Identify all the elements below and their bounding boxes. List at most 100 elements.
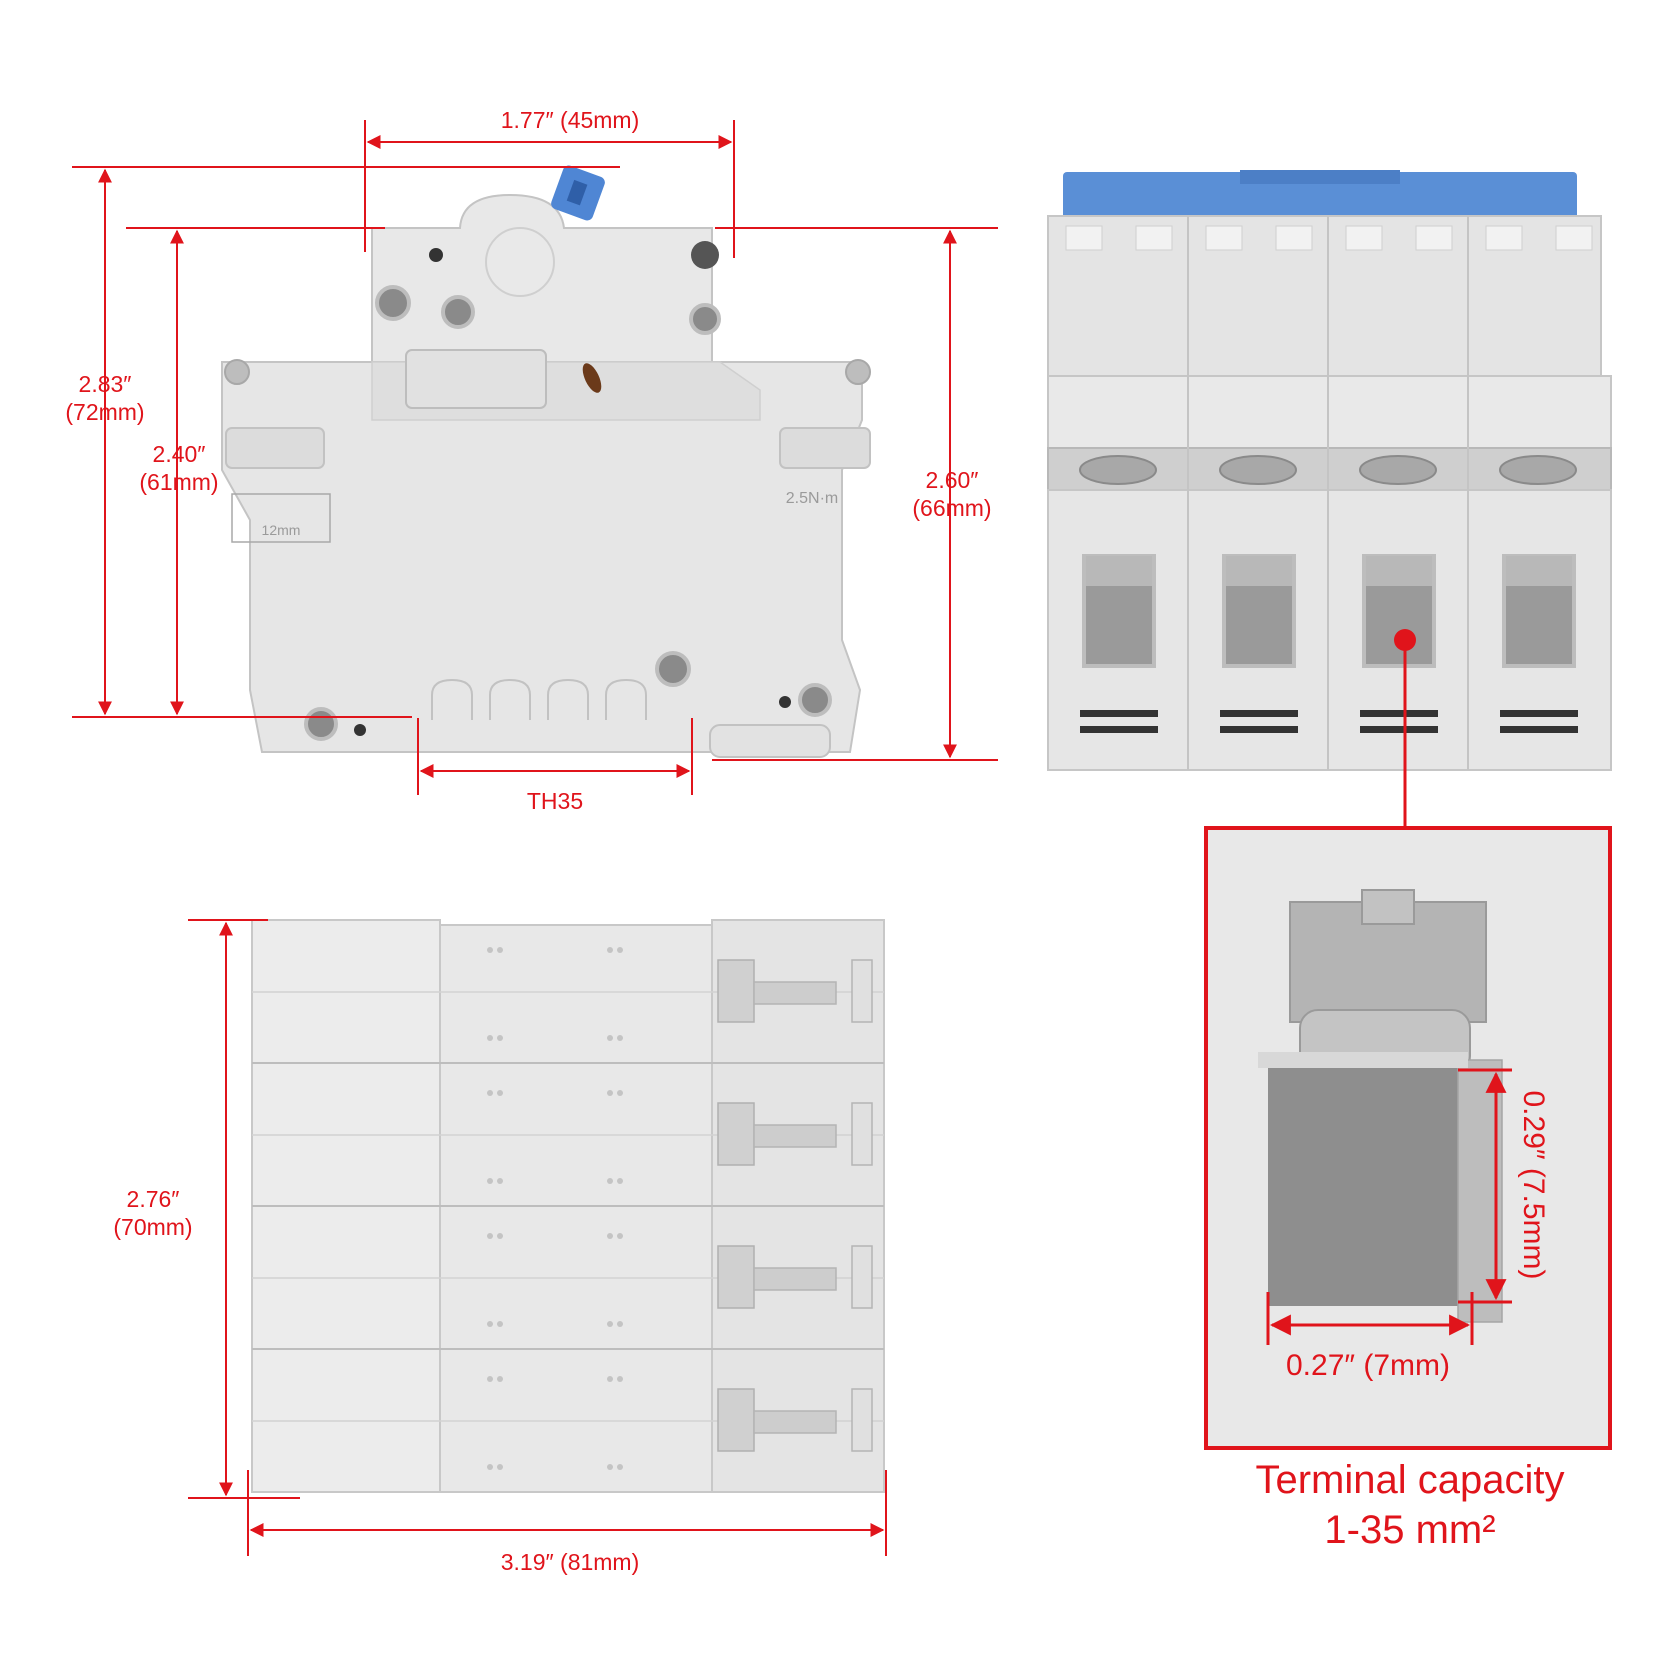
side-view-height-total-label: 2.83″ (72mm) <box>40 370 170 426</box>
top-view-dot <box>607 947 613 953</box>
front-view-handle-notch <box>1065 225 1103 251</box>
side-view-screw <box>304 707 338 741</box>
front-view-handle-notch <box>1555 225 1593 251</box>
top-view-dot <box>487 1321 493 1327</box>
top-view-handle-bar <box>753 981 837 1005</box>
front-view-marking-line <box>1220 710 1298 717</box>
top-view-dot <box>607 1233 613 1239</box>
side-view-hole <box>429 248 443 262</box>
front-view-mid-band <box>1047 375 1612 449</box>
side-view-indicator <box>582 363 602 393</box>
side-view-hole <box>691 241 719 269</box>
top-view-height-in: 2.76″ <box>126 1186 180 1212</box>
terminal-capacity-caption: Terminal capacity 1-35 mm² <box>1190 1455 1630 1555</box>
side-view-torque-label: 2.5N·m <box>786 490 838 507</box>
side-view-screw <box>689 303 721 335</box>
side-view-height-total-in: 2.83″ <box>78 371 132 397</box>
front-view-poles <box>1065 216 1593 770</box>
top-view-handle-slot <box>717 959 755 1023</box>
terminal-height-label: 0.29″ (7.5mm) <box>1517 1090 1550 1280</box>
side-view-groove <box>225 427 325 469</box>
side-view-screw <box>224 359 250 385</box>
side-view-ridges <box>431 678 647 720</box>
top-view-height-mm: (70mm) <box>113 1214 193 1240</box>
front-view-terminal-screw <box>1359 455 1437 485</box>
top-view-dot <box>617 1178 623 1184</box>
front-view-terminal-clamp <box>1506 556 1572 586</box>
front-view-terminal-clamp <box>1366 556 1432 586</box>
top-view-handle-slot <box>717 1102 755 1166</box>
top-view-dot <box>487 1090 493 1096</box>
side-view-handle-slot <box>566 179 588 206</box>
side-view-pivot <box>485 227 555 297</box>
side-view-rail-label: TH35 <box>526 788 584 814</box>
top-view-edge-clip <box>851 1245 873 1309</box>
top-view-middle-block <box>439 924 713 1493</box>
top-view-dot <box>497 1233 503 1239</box>
top-view-dot <box>617 1376 623 1382</box>
side-view-breaker: 12mm 2.5N·m <box>221 165 871 758</box>
front-view-handle-notch <box>1275 225 1313 251</box>
side-view-screw <box>375 285 411 321</box>
top-view-dot <box>617 947 623 953</box>
top-view-dot <box>617 1233 623 1239</box>
top-view-handle-bar <box>753 1124 837 1148</box>
detail-opening-lip <box>1258 1052 1468 1068</box>
top-view-handle-slot <box>717 1245 755 1309</box>
front-view-marking-line <box>1360 710 1438 717</box>
side-view-dimensions <box>72 120 998 795</box>
detail-opening <box>1268 1066 1458 1306</box>
detail-connector <box>1394 629 1416 828</box>
side-view-strip-label: 12mm <box>262 522 301 538</box>
top-view-dot <box>487 1035 493 1041</box>
top-view-handle-bar <box>753 1410 837 1434</box>
top-view-dot <box>497 1321 503 1327</box>
side-view-height-right-in: 2.60″ <box>925 467 979 493</box>
front-view-marking-line <box>1080 710 1158 717</box>
side-view-hole <box>779 696 791 708</box>
front-view-handle-notch <box>1135 225 1173 251</box>
top-view-dot <box>487 1178 493 1184</box>
side-view-screw <box>441 295 475 329</box>
front-view-terminal-clamp <box>1086 556 1152 586</box>
top-view-dot <box>497 1464 503 1470</box>
top-view-dot <box>617 1464 623 1470</box>
front-view-marking-line <box>1360 726 1438 733</box>
top-view-dot <box>497 947 503 953</box>
top-view-edge-clip <box>851 1388 873 1452</box>
top-view-dot <box>607 1178 613 1184</box>
top-view-dimensions <box>188 919 887 1556</box>
top-view-handle-slot <box>717 1388 755 1452</box>
side-view-height-total-mm: (72mm) <box>65 399 145 425</box>
front-view-handle-notch <box>1205 225 1243 251</box>
side-view-width-label: 1.77″ (45mm) <box>500 107 640 133</box>
top-view-dot <box>487 1376 493 1382</box>
top-view-dot <box>497 1090 503 1096</box>
front-view-marking-line <box>1500 726 1578 733</box>
front-view-terminal-screw <box>1219 455 1297 485</box>
front-view-handle-notch <box>1485 225 1523 251</box>
top-view-edge-clip <box>851 1102 873 1166</box>
top-view-dot <box>487 1464 493 1470</box>
terminal-capacity-line2: 1-35 mm² <box>1324 1508 1496 1552</box>
terminal-capacity-line1: Terminal capacity <box>1255 1458 1565 1502</box>
front-view-marking-line <box>1500 710 1578 717</box>
top-view-width-label: 3.19″ (81mm) <box>500 1549 640 1575</box>
top-view-dot <box>487 947 493 953</box>
top-view-dot <box>607 1321 613 1327</box>
side-view-din-clip <box>709 724 831 758</box>
side-view-groove <box>779 427 871 469</box>
front-view-handle-notch <box>1415 225 1453 251</box>
side-view-screw <box>845 359 871 385</box>
terminal-detail-box <box>1204 826 1612 1450</box>
top-view-height-label: 2.76″ (70mm) <box>88 1185 218 1241</box>
top-view-edge-clip <box>851 959 873 1023</box>
detail-clamp-tab <box>1361 889 1415 925</box>
terminal-width-label: 0.27″ (7mm) <box>1286 1349 1450 1382</box>
top-view-dot <box>607 1464 613 1470</box>
top-view-dot <box>487 1233 493 1239</box>
side-view-height-body-in: 2.40″ <box>152 441 206 467</box>
top-view-dot <box>497 1035 503 1041</box>
side-view-hole <box>354 724 366 736</box>
